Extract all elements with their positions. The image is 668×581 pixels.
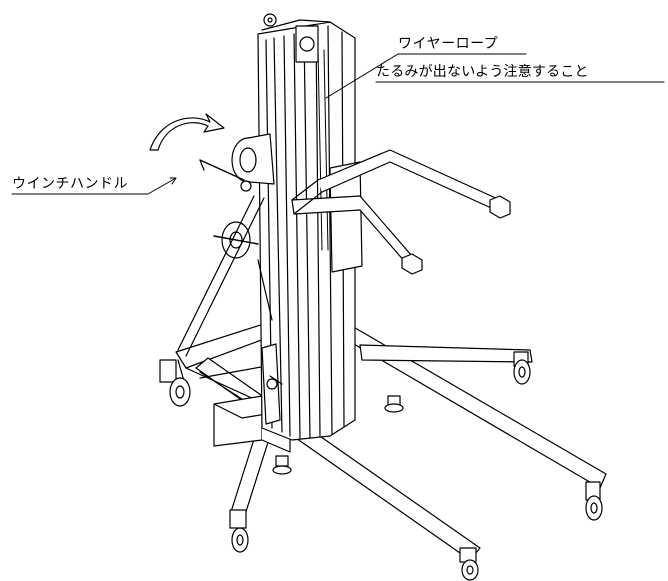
winch [149,113,275,357]
load-forks [291,149,511,275]
caster-bottom-left [229,509,249,553]
winch-handle-leader [147,177,177,195]
mast [257,13,356,441]
caster-bottom-right [585,481,603,521]
caster-rear-left [159,359,191,407]
wire-rope-caution-label: たるみが出ないよう注意すること [376,64,589,80]
winch-handle-label: ウインチハンドル [12,176,128,192]
leveling-foot-right [384,395,404,413]
front-brace [261,343,283,425]
caster-bottom-center [459,547,479,581]
caster-right [513,351,531,385]
wire-rope-leader [325,53,399,99]
leader-lines [11,53,665,195]
casters [159,351,603,581]
wire-rope-label: ワイヤーロープ [398,36,499,52]
leveling-foot-left [272,455,292,475]
